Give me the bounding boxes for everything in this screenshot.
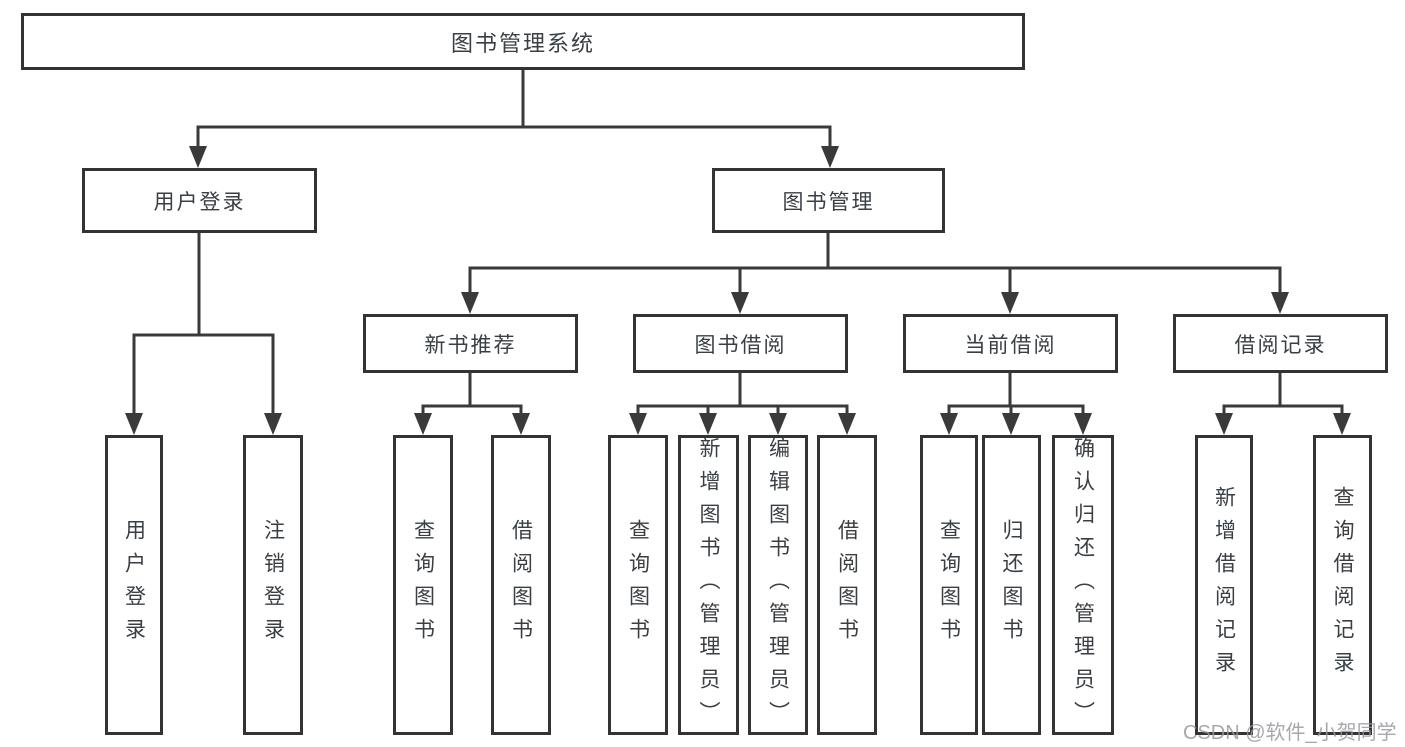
arrow-to-leaf-br-query	[1333, 413, 1351, 435]
node-new-book-rec-label: 新书推荐	[424, 333, 517, 357]
arrow-to-borrow-records	[1271, 292, 1289, 314]
node-user-login: 用户登录	[82, 168, 317, 233]
node-user-login-label: 用户登录	[153, 190, 246, 214]
arrow-to-leaf-bb-borrow	[838, 413, 856, 435]
arrowheads	[125, 146, 1351, 435]
leaf-br-query-record-label: 查询借阅记录	[1331, 486, 1354, 684]
node-current-borrow: 当前借阅	[903, 314, 1118, 373]
leaf-bb-query-books: 查询图书	[608, 435, 668, 735]
connector-new-book-rec-to-leaves	[421, 373, 523, 415]
leaf-cb-confirm-return: 确认归还（管理员）	[1052, 435, 1114, 735]
arrow-to-leaf-logout	[264, 413, 282, 435]
arrow-to-leaf-login	[125, 413, 143, 435]
arrow-to-leaf-rec-query	[414, 413, 432, 435]
arrow-to-user-login	[189, 146, 207, 168]
arrow-to-leaf-rec-borrow	[512, 413, 530, 435]
arrow-to-leaf-cb-query	[940, 413, 958, 435]
connector-borrow-records-to-leaves	[1222, 373, 1344, 415]
leaf-rec-borrow-books-label: 借阅图书	[509, 519, 533, 651]
arrow-to-book-borrow	[731, 292, 749, 314]
arrow-to-current-borrow	[1001, 292, 1019, 314]
leaf-cb-confirm-return-label: 确认归还（管理员）	[1071, 436, 1095, 734]
arrow-to-leaf-bb-query	[629, 413, 647, 435]
leaf-rec-query-books-label: 查询图书	[411, 519, 435, 651]
arrow-to-leaf-bb-add	[699, 413, 717, 435]
arrow-to-new-book-rec	[461, 292, 479, 314]
connector-book-borrow-to-leaves	[636, 373, 849, 415]
connector-current-borrow-to-leaves	[947, 373, 1085, 415]
arrow-to-leaf-cb-confirm	[1074, 413, 1092, 435]
arrow-to-leaf-br-add	[1215, 413, 1233, 435]
node-borrow-records: 借阅记录	[1173, 314, 1388, 373]
leaf-bb-borrow-books-label: 借阅图书	[835, 519, 859, 651]
connector-user-login-to-leaves	[132, 233, 275, 415]
leaf-bb-query-books-label: 查询图书	[626, 519, 650, 651]
arrow-to-leaf-cb-return	[1002, 413, 1020, 435]
arrow-to-book-mgmt	[821, 146, 839, 168]
leaf-cb-query-books: 查询图书	[920, 435, 978, 735]
node-root: 图书管理系统	[21, 13, 1025, 70]
leaf-cb-return-books-label: 归还图书	[1000, 519, 1023, 651]
node-new-book-rec: 新书推荐	[363, 314, 578, 373]
node-root-label: 图书管理系统	[450, 30, 595, 56]
connector-book-mgmt-to-level3	[468, 233, 1282, 294]
arrow-to-leaf-bb-edit	[769, 413, 787, 435]
leaf-logout: 注销登录	[243, 435, 303, 735]
node-book-mgmt-label: 图书管理	[782, 190, 875, 214]
leaf-rec-borrow-books: 借阅图书	[491, 435, 551, 735]
node-book-borrow: 图书借阅	[633, 314, 848, 373]
leaf-br-query-record: 查询借阅记录	[1313, 435, 1372, 735]
leaf-cb-query-books-label: 查询图书	[937, 519, 961, 651]
leaf-rec-query-books: 查询图书	[393, 435, 453, 735]
leaf-bb-edit-books: 编辑图书（管理员）	[748, 435, 808, 735]
leaf-cb-return-books: 归还图书	[982, 435, 1041, 735]
leaf-user-login: 用户登录	[105, 435, 163, 735]
leaf-bb-add-books-label: 新增图书（管理员）	[697, 436, 720, 734]
node-current-borrow-label: 当前借阅	[964, 333, 1057, 357]
leaf-br-add-record: 新增借阅记录	[1195, 435, 1253, 735]
watermark: CSDN @软件_小贺同学	[1183, 722, 1397, 744]
leaf-br-add-record-label: 新增借阅记录	[1212, 486, 1236, 684]
node-borrow-records-label: 借阅记录	[1234, 333, 1327, 357]
leaf-user-login-label: 用户登录	[122, 519, 146, 651]
connector-root-to-level2	[196, 70, 832, 148]
node-book-borrow-label: 图书借阅	[694, 333, 787, 357]
leaf-bb-borrow-books: 借阅图书	[817, 435, 877, 735]
leaf-bb-add-books: 新增图书（管理员）	[678, 435, 739, 735]
node-book-mgmt: 图书管理	[712, 168, 945, 233]
leaf-bb-edit-books-label: 编辑图书（管理员）	[766, 436, 790, 734]
leaf-logout-label: 注销登录	[261, 519, 285, 651]
